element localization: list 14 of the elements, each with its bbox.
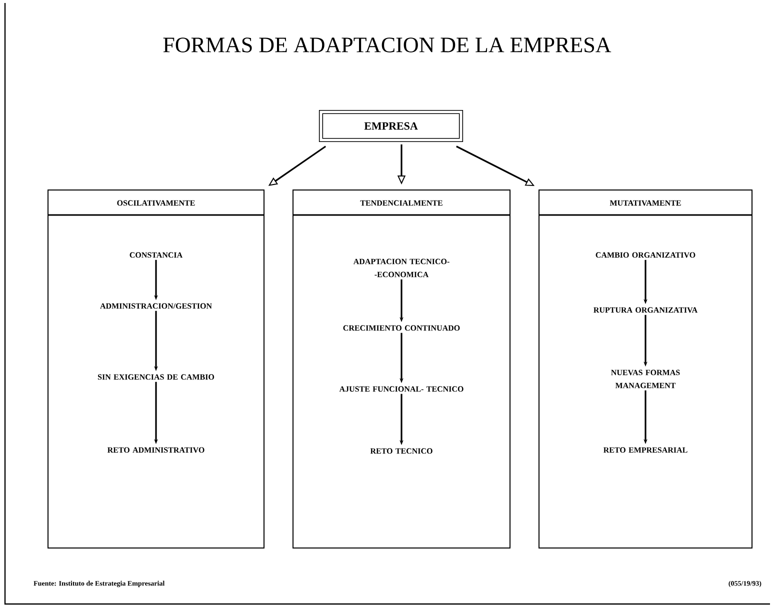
- step-text: SIN EXIGENCIAS DE CAMBIO: [98, 374, 214, 380]
- step-text: AJUSTE FUNCIONAL- TECNICO: [339, 386, 464, 392]
- step-text: NUEVAS FORMAS MANAGEMENT: [611, 370, 680, 388]
- step-text: RUPTURA ORGANIZATIVA: [594, 307, 698, 313]
- root-box: EMPRESA: [318, 110, 464, 142]
- step-text: CONSTANCIA: [130, 252, 183, 258]
- step-text: RETO EMPRESARIAL: [604, 447, 688, 453]
- step-text: RETO ADMINISTRATIVO: [107, 447, 204, 453]
- step-text: ADAPTACION TECNICO- -ECONOMICA: [353, 258, 450, 278]
- title: FORMAS DE ADAPTACION DE LA EMPRESA: [163, 38, 612, 52]
- step-text: RETO TECNICO: [370, 448, 432, 454]
- step-text: CAMBIO ORGANIZATIVO: [596, 252, 696, 258]
- step-text: CRECIMIENTO CONTINUADO: [343, 325, 460, 331]
- step-text: ADMINISTRACION/GESTION: [100, 303, 212, 309]
